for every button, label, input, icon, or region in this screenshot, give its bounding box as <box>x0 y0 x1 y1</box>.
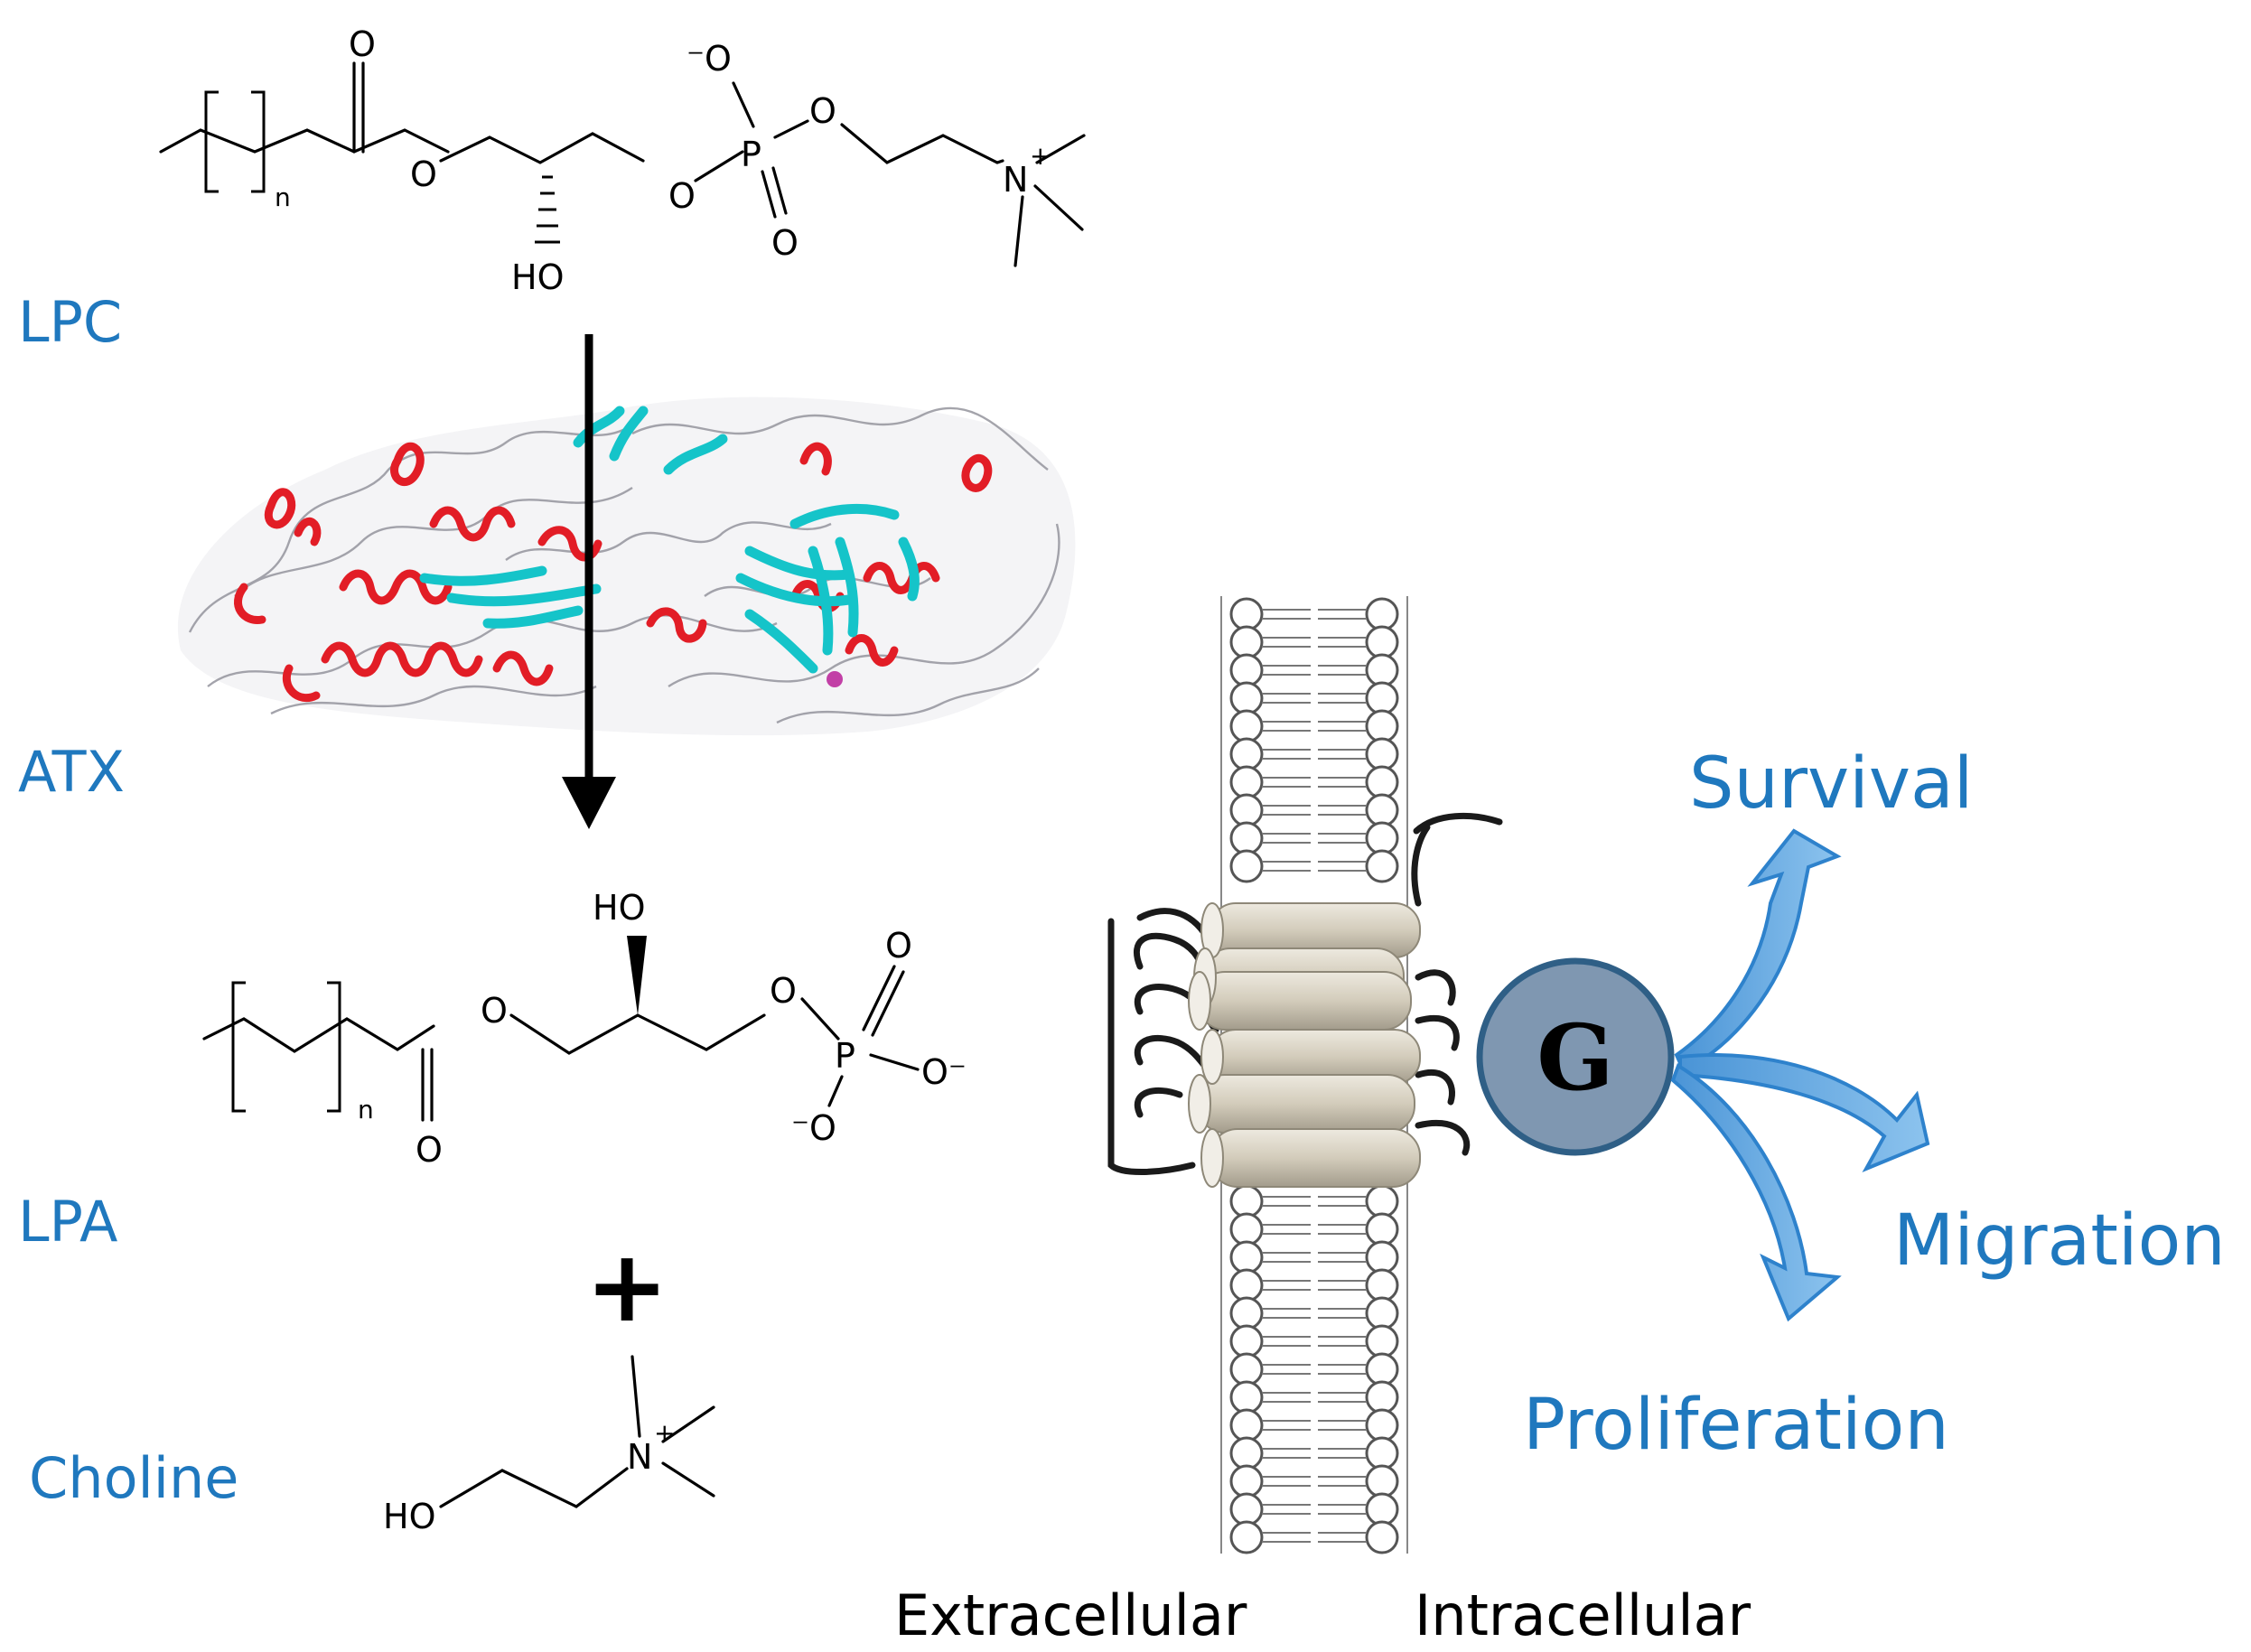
lpc-structure: n O O HO O P ⁻O O O N + <box>159 24 1086 297</box>
lipid-head <box>1365 1296 1399 1330</box>
lipid-head <box>1229 1408 1264 1442</box>
lipid-head <box>1365 1324 1399 1358</box>
transmembrane-helices <box>1188 902 1421 1188</box>
lipid-head <box>1365 765 1399 799</box>
lipid-bilayer <box>1220 596 1408 1554</box>
lpa-carbonyl-oxygen: O <box>416 1130 443 1170</box>
lipid-head <box>1365 1268 1399 1302</box>
lipid-head <box>1365 625 1399 659</box>
lipid-head <box>1229 1492 1264 1526</box>
lpc-phosphate-oxygen-1: O <box>668 176 696 216</box>
lipid-head <box>1229 1296 1264 1330</box>
lpa-phosphate-oxygen: O <box>770 971 797 1011</box>
lipid-head <box>1229 1184 1264 1218</box>
lipid-head <box>1229 709 1264 743</box>
lpa-ester-oxygen: O <box>481 991 508 1031</box>
outcome-proliferation: Proliferation <box>1523 1385 1949 1466</box>
label-choline: Choline <box>29 1445 238 1511</box>
choline-hydroxyl: HO <box>383 1497 435 1536</box>
side-extracellular: Extracellular <box>894 1582 1247 1648</box>
choline-nitrogen-charge: + <box>654 1418 675 1448</box>
lipid-head <box>1229 1324 1264 1358</box>
side-intracellular: Intracellular <box>1415 1582 1751 1648</box>
lipid-head <box>1365 1492 1399 1526</box>
lipid-head <box>1229 849 1264 883</box>
lipid-head <box>1365 1436 1399 1470</box>
lipid-head <box>1229 765 1264 799</box>
lipid-head <box>1229 597 1264 631</box>
outcome-migration: Migration <box>1893 1200 2226 1282</box>
lipid-head <box>1229 1352 1264 1386</box>
lpa-phosphate-anion-oxygen-right: O⁻ <box>921 1052 967 1092</box>
lipid-head <box>1229 625 1264 659</box>
lipid-head <box>1229 1520 1264 1554</box>
lpa-phosphorus: P <box>835 1036 855 1076</box>
proliferation-arrow <box>1670 1063 1842 1322</box>
lipid-head <box>1229 1268 1264 1302</box>
lipid-head <box>1365 793 1399 827</box>
lipid-head <box>1365 1184 1399 1218</box>
choline-structure: HO N + <box>383 1355 715 1536</box>
lipid-head <box>1229 1212 1264 1246</box>
lipid-head <box>1365 849 1399 883</box>
migration-arrow <box>1678 1053 1930 1173</box>
lpc-phosphate-double-oxygen: O <box>771 223 799 263</box>
lpa-hydroxyl: HO <box>593 888 645 928</box>
lipid-head <box>1229 1464 1264 1498</box>
lipid-head <box>1365 681 1399 715</box>
reaction-arrow <box>562 334 616 829</box>
outcome-survival: Survival <box>1689 743 1973 825</box>
lpc-ester-oxygen: O <box>410 154 437 194</box>
gpcr-receptor <box>1107 813 1503 1188</box>
lipid-head <box>1365 709 1399 743</box>
lipid-head <box>1229 1240 1264 1274</box>
lpc-repeat-n: n <box>275 182 291 212</box>
lpc-nitrogen-charge: + <box>1030 141 1051 171</box>
lipid-head <box>1365 597 1399 631</box>
lpc-carbonyl-oxygen: O <box>349 24 376 64</box>
lipid-head <box>1229 793 1264 827</box>
plus-sign: + <box>585 1228 668 1344</box>
lpc-hydroxyl: HO <box>511 257 564 297</box>
label-lpc: LPC <box>18 289 122 355</box>
atx-protein-structure <box>177 397 1076 736</box>
lipid-head <box>1365 1380 1399 1414</box>
lpa-repeat-n: n <box>358 1095 374 1125</box>
label-atx: ATX <box>18 739 125 805</box>
survival-arrow <box>1674 828 1842 1074</box>
lipid-head <box>1229 1436 1264 1470</box>
label-lpa: LPA <box>18 1189 117 1255</box>
lpa-structure: n O O HO O P O O⁻ ⁻O <box>202 888 967 1170</box>
lpc-phosphate-oxygen-2: O <box>809 91 836 131</box>
lipid-head <box>1365 1464 1399 1498</box>
lipid-head <box>1365 1520 1399 1554</box>
lpa-phosphate-anion-oxygen-bottom: ⁻O <box>791 1108 836 1148</box>
lipid-head <box>1365 1240 1399 1274</box>
lpc-phosphorus: P <box>741 135 761 174</box>
lipid-head <box>1365 653 1399 687</box>
lipid-head <box>1365 821 1399 855</box>
lipid-head <box>1229 653 1264 687</box>
signaling-arrows <box>1670 828 1930 1322</box>
lipid-head <box>1365 1352 1399 1386</box>
lipid-head <box>1229 1380 1264 1414</box>
lipid-head <box>1229 737 1264 771</box>
lpc-nitrogen: N <box>1003 160 1028 200</box>
g-protein: G <box>1476 957 1675 1156</box>
lipid-head <box>1229 821 1264 855</box>
lipid-head <box>1365 1408 1399 1442</box>
lpc-phosphate-anion-oxygen: ⁻O <box>687 39 732 79</box>
choline-nitrogen: N <box>627 1437 652 1477</box>
lipid-head <box>1365 1212 1399 1246</box>
g-protein-label: G <box>1536 1004 1613 1111</box>
lpa-phosphate-double-oxygen: O <box>885 926 912 966</box>
lipid-head <box>1229 681 1264 715</box>
lipid-head <box>1365 737 1399 771</box>
